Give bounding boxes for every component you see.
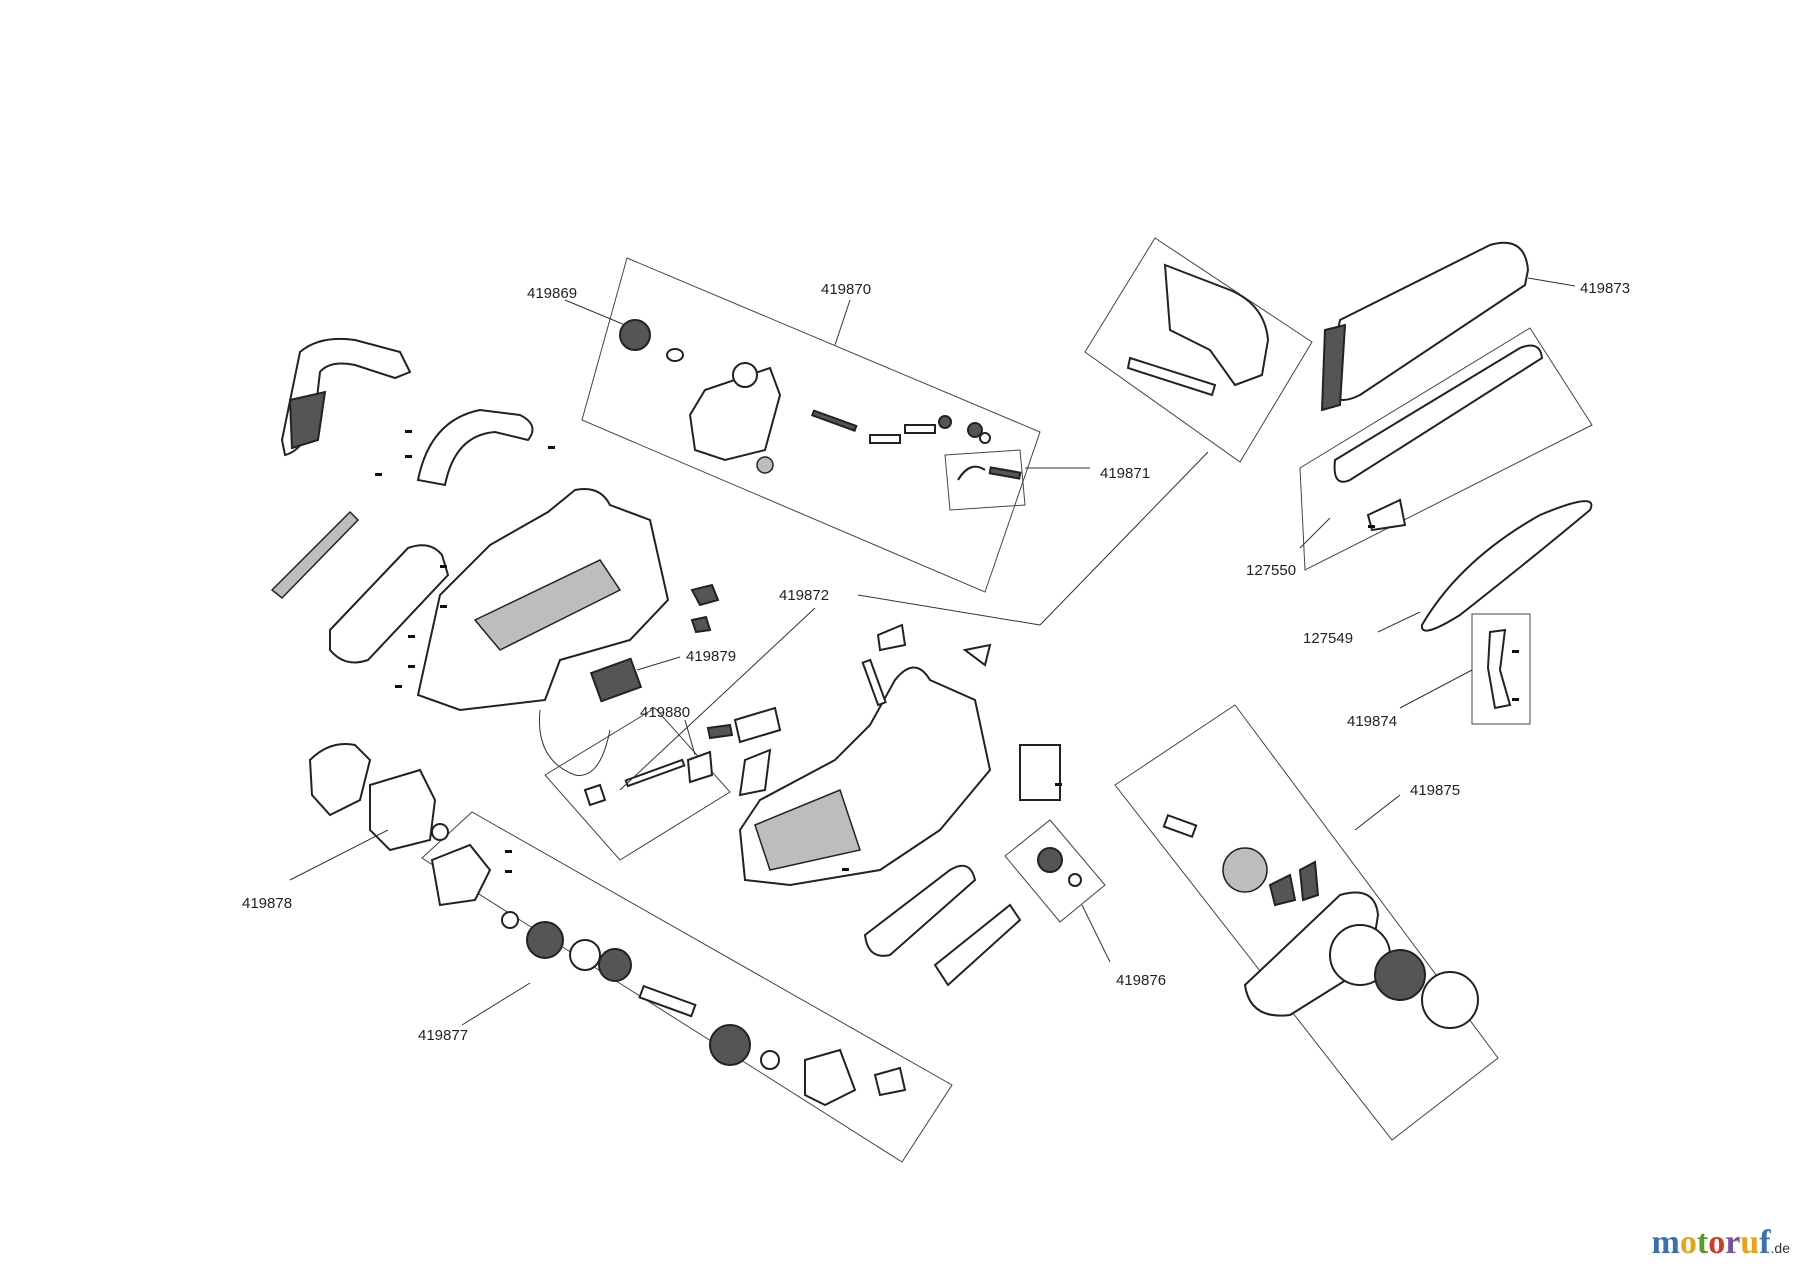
sprocket-part — [1037, 847, 1082, 887]
logo-letter: f — [1759, 1224, 1771, 1261]
part-number-419876: 419876 — [1116, 972, 1166, 989]
leader-419873 — [1527, 277, 1576, 287]
part-number-419878: 419878 — [242, 895, 292, 912]
leader-419872-b — [1039, 451, 1209, 626]
side-plate-part — [1019, 744, 1061, 801]
group-box-127550 — [1299, 327, 1593, 571]
leader-419880 — [684, 719, 696, 756]
small-clip-parts — [690, 583, 720, 634]
leader-419877 — [461, 982, 531, 1026]
logo-letter: o — [1679, 1224, 1697, 1261]
leader-419878 — [289, 829, 389, 881]
cable-part — [538, 709, 611, 776]
part-number-419877: 419877 — [418, 1027, 468, 1044]
part-number-127549: 127549 — [1303, 630, 1353, 647]
part-number-419872: 419872 — [779, 587, 829, 604]
group-box-guide-bracket — [1084, 237, 1313, 463]
gearbox-parts — [430, 843, 907, 1107]
logo-letter: t — [1696, 1224, 1709, 1261]
part-number-419870: 419870 — [821, 281, 871, 298]
group-box-419880 — [544, 707, 731, 861]
logo-letter: m — [1651, 1224, 1680, 1261]
group-box-419876 — [1004, 819, 1106, 923]
leader-419870 — [834, 299, 851, 346]
spring-419871-part — [957, 465, 1022, 481]
logo-letter: o — [1708, 1224, 1726, 1261]
trigger-parts — [706, 706, 782, 797]
group-box-419871 — [944, 449, 1026, 511]
part-number-419873: 419873 — [1580, 280, 1630, 297]
switch-419879-part — [589, 657, 643, 703]
logo-text: motoruf — [1652, 1224, 1771, 1261]
side-strip-part — [270, 510, 360, 600]
group-box-419870 — [581, 257, 1041, 593]
part-number-419880: 419880 — [640, 704, 690, 721]
part-number-419874: 419874 — [1347, 713, 1397, 730]
logo-suffix: .de — [1770, 1240, 1790, 1256]
brake-assembly-parts — [1162, 813, 1320, 907]
oil-pump-parts — [811, 409, 991, 444]
guide-bracket-part — [1126, 263, 1270, 397]
leader-419872-c — [619, 607, 816, 791]
left-cover-part — [329, 544, 450, 664]
oil-cap-part — [619, 319, 684, 362]
leader-419872-a — [857, 594, 1041, 626]
logo-letter: u — [1740, 1224, 1760, 1261]
hand-guard-part — [416, 408, 534, 487]
saw-chain-part — [1420, 500, 1593, 632]
screw-markers — [375, 430, 1519, 873]
part-number-419869: 419869 — [527, 285, 577, 302]
oil-tank-part — [688, 362, 782, 474]
part-number-419875: 419875 — [1410, 782, 1460, 799]
leader-419874 — [1399, 669, 1473, 709]
logo-letter: r — [1725, 1224, 1741, 1261]
part-number-419871: 419871 — [1100, 465, 1150, 482]
top-handle-part — [280, 337, 412, 457]
motoruf-logo: motoruf.de — [1652, 1224, 1790, 1262]
bottom-cover-part — [863, 864, 1022, 987]
part-number-127550: 127550 — [1246, 562, 1296, 579]
part-number-419879: 419879 — [686, 648, 736, 665]
motor-part — [308, 743, 449, 852]
group-box-419874 — [1471, 613, 1531, 725]
switch-lever-parts — [861, 623, 992, 707]
group-box-419875 — [1114, 704, 1499, 1141]
leader-419869 — [564, 299, 626, 326]
leader-127549 — [1377, 611, 1421, 633]
leader-419876 — [1081, 904, 1111, 963]
lock-switch-parts — [583, 750, 714, 807]
leader-419879 — [636, 656, 681, 671]
bracket-419874-part — [1486, 628, 1512, 710]
leader-419875 — [1354, 794, 1401, 831]
bar-cover-part — [1320, 241, 1530, 412]
main-housing-right-part — [738, 666, 992, 887]
leader-127550 — [1299, 517, 1331, 549]
main-housing-left-part — [416, 488, 670, 712]
clutch-cover-part — [1243, 891, 1479, 1029]
